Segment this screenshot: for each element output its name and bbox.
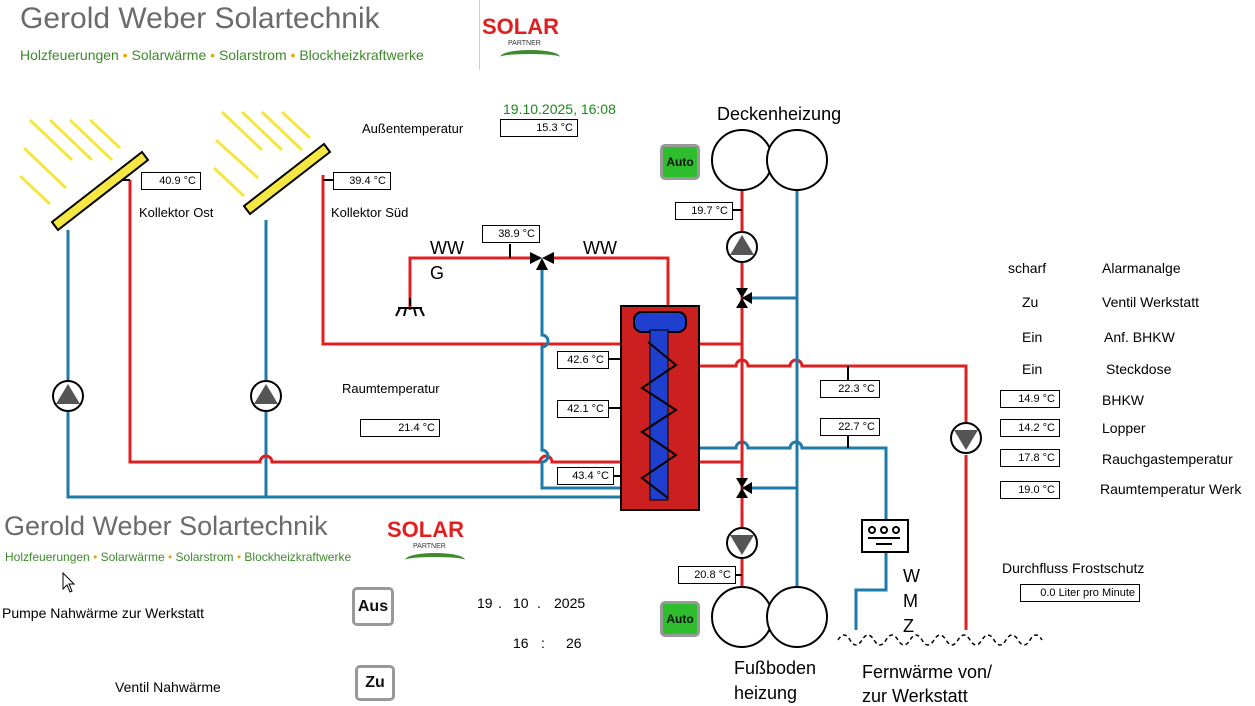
date-separator: .: [537, 595, 541, 611]
district-temp-2: 22.7 °C: [820, 418, 880, 436]
floor-temp-value: 20.8 °C: [678, 566, 736, 584]
date-day: 19: [477, 595, 493, 611]
reading-label: Rauchgastemperatur: [1102, 451, 1233, 467]
floor-heating-label-2: heizung: [734, 683, 798, 703]
status-state: Ein: [1022, 361, 1043, 377]
tagline-item: Blockheizkraftwerke: [299, 47, 424, 63]
time-minute: 26: [566, 635, 582, 651]
district-temp-1: 22.3 °C: [820, 380, 880, 398]
tagline-item: Solarwärme: [131, 47, 207, 63]
date-year: 2025: [554, 595, 586, 611]
room-temp-value: 21.4 °C: [360, 419, 440, 437]
ww-right-label: WW: [583, 238, 617, 258]
valve-toggle-button[interactable]: Zu: [355, 665, 395, 701]
ceiling-auto-button[interactable]: Auto: [660, 144, 700, 180]
status-label: Ventil Werkstatt: [1102, 294, 1200, 310]
reading-value: 14.2 °C: [1000, 419, 1060, 437]
date-month: 10: [513, 595, 529, 611]
tagline-item: Holzfeuerungen: [5, 550, 90, 564]
solar-partner-logo-lower: SOLAR PARTNER: [385, 505, 475, 575]
status-state: scharf: [1008, 260, 1047, 276]
flow-value: 0.0 Liter pro Minute: [1020, 584, 1140, 602]
floor-auto-button[interactable]: Auto: [660, 601, 700, 637]
tagline-item: Solarwärme: [100, 550, 165, 564]
flow-label: Durchfluss Frostschutz: [1002, 560, 1145, 576]
time-hour: 16: [513, 635, 529, 651]
mouse-cursor-icon: [62, 572, 76, 593]
tank-temp-middle: 42.1 °C: [557, 400, 609, 418]
logo-subtext: PARTNER: [508, 40, 541, 47]
status-label: Steckdose: [1106, 361, 1172, 377]
pump-toggle-button[interactable]: Aus: [352, 587, 394, 626]
floor-heating-label-1: Fußboden: [734, 658, 817, 678]
tank-temp-top: 42.6 °C: [557, 351, 609, 369]
outside-temp-value: 15.3 °C: [500, 119, 578, 137]
ww-left-label: WW: [430, 238, 464, 258]
solar-partner-logo: SOLAR PARTNER: [479, 0, 570, 70]
logo-subtext: PARTNER: [413, 543, 446, 550]
reading-value: 17.8 °C: [1000, 449, 1060, 467]
room-temp-label: Raumtemperatur: [342, 381, 440, 396]
company-tagline-lower: Holzfeuerungen • Solarwärme • Solarstrom…: [5, 550, 352, 564]
collector-south-value: 39.4 °C: [333, 172, 391, 190]
collector-east-label: Kollektor Ost: [139, 205, 214, 220]
tagline-item: Holzfeuerungen: [20, 47, 119, 63]
reading-label: Lopper: [1102, 420, 1146, 436]
logo-text: SOLAR: [387, 517, 464, 542]
tagline-item: Blockheizkraftwerke: [244, 550, 352, 564]
company-name: Gerold Weber Solartechnik: [20, 2, 380, 35]
reading-label: Raumtemperatur Werk: [1100, 481, 1242, 497]
outside-temp-label: Außentemperatur: [362, 121, 464, 136]
ceiling-heating-label: Deckenheizung: [717, 104, 842, 124]
district-label-2: zur Werkstatt: [862, 686, 968, 706]
ww-temp-value: 38.9 °C: [482, 225, 540, 243]
collector-east-value: 40.9 °C: [141, 172, 201, 190]
tank-temp-bottom: 43.4 °C: [557, 467, 614, 485]
date-separator: .: [498, 595, 502, 611]
ceiling-temp-value: 19.7 °C: [675, 202, 733, 220]
tagline-item: Solarstrom: [175, 550, 234, 564]
status-label: Alarmanalge: [1102, 260, 1181, 276]
district-label-1: Fernwärme von/: [862, 662, 993, 682]
logo-swoosh: [405, 553, 465, 567]
wmz-letter-m: M: [903, 591, 918, 611]
datetime: 19.10.2025, 16:08: [503, 101, 616, 117]
collector-south-label: Kollektor Süd: [331, 205, 409, 220]
status-label: Anf. BHKW: [1104, 329, 1175, 345]
reading-value: 14.9 °C: [1000, 390, 1060, 408]
reading-value: 19.0 °C: [1000, 481, 1060, 499]
tagline-item: Solarstrom: [218, 47, 287, 63]
wmz-letter-w: W: [903, 566, 920, 586]
reading-label: BHKW: [1102, 392, 1144, 408]
logo-swoosh: [500, 50, 560, 64]
status-state: Ein: [1022, 329, 1043, 345]
time-separator: :: [541, 635, 545, 651]
company-tagline: Holzfeuerungen • Solarwärme • Solarstrom…: [20, 47, 424, 63]
valve-label: Ventil Nahwärme: [115, 679, 221, 695]
wmz-letter-z: Z: [903, 616, 914, 636]
status-state: Zu: [1022, 294, 1039, 310]
logo-text: SOLAR: [482, 14, 559, 39]
ww-left-label-g: G: [430, 263, 445, 283]
pump-label: Pumpe Nahwärme zur Werkstatt: [2, 605, 205, 621]
company-name-lower: Gerold Weber Solartechnik: [4, 511, 328, 541]
